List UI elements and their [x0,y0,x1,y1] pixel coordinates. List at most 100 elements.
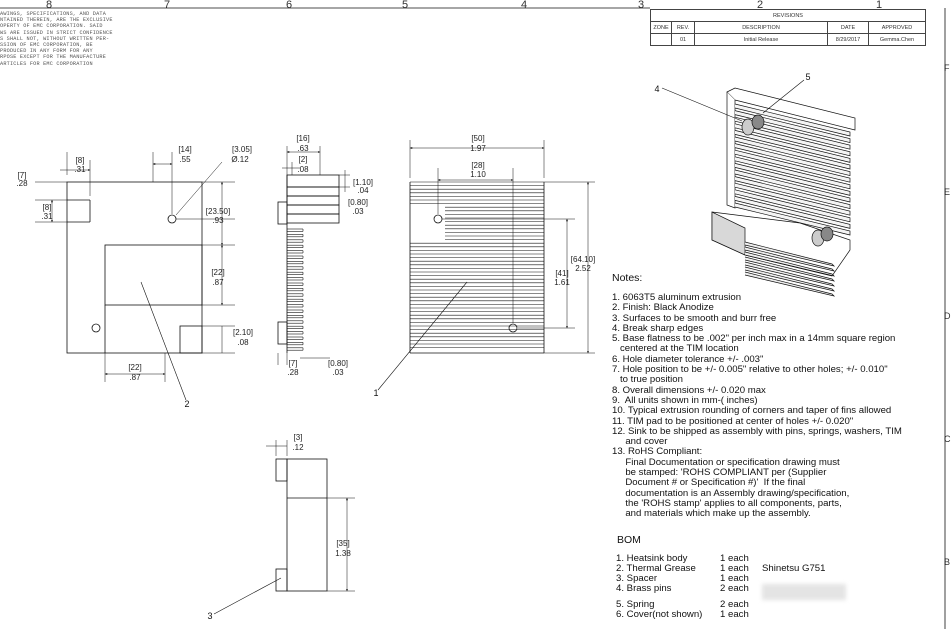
proprietary-line: RPOSE EXCEPT FOR THE MANUFACTURE [0,54,107,61]
note-item: 7. Hole position to be +/- 0.005" relati… [612,364,888,376]
balloon-labels: 1 2 3 4 5 [184,72,810,621]
balloon-5: 5 [805,72,810,82]
zone-label-d: D [944,311,951,321]
iso-fin [734,149,851,183]
dim-080b-mm: [0.80] [328,359,348,368]
proprietary-line: SSION OF EMC CORPORATION, BE [0,42,93,49]
iso-base-fin [744,246,836,272]
dim-2-in: .08 [297,165,309,174]
dim-305-in: Ø.12 [231,155,249,164]
leader-5 [762,79,805,114]
dim-16-in: .63 [297,144,309,153]
iso-fin [734,116,851,150]
dim-35-mm: [35] [336,539,349,548]
dim-210-mm: [2.10] [233,328,253,337]
iso-base-fin [744,256,836,282]
dim-16-mm: [16] [296,134,309,143]
balloon-2: 2 [184,399,189,409]
dim-080b-in: .03 [332,368,344,377]
note-item: centered at the TIM location [612,343,739,355]
dim-305-mm: [3.05] [232,145,252,154]
iso-fin [734,156,851,190]
dim-6410-in: 2.52 [575,264,591,273]
note-item: 4. Break sharp edges [612,322,704,334]
note-item: 12. Sink to be shipped as assembly with … [612,425,902,437]
dim-41-in: 1.61 [554,278,570,287]
dim-22v-mm: [22] [211,268,224,277]
note-item: 5. Base flatness to be .002" per inch ma… [612,333,896,345]
zone-label-5: 5 [402,0,409,11]
note-item: 1. 6063T5 aluminum extrusion [612,292,742,303]
bom-note [762,600,846,610]
leader-2 [140,281,187,401]
redacted-blur [762,584,846,600]
dim-080-mm: [0.80] [348,198,368,207]
proprietary-line: AWINGS, SPECIFICATIONS, AND DATA [0,11,107,17]
iso-base-fin [744,251,836,277]
note-item: 3. Surfaces to be smooth and burr free [612,312,777,324]
note-item: 11. TIM pad to be positioned at center o… [612,415,854,427]
dim-50-in: 1.97 [470,144,486,153]
zone-label-3: 3 [638,0,645,11]
bom-note [762,584,846,600]
zone-label-f: F [944,63,950,73]
leader-3 [213,577,282,615]
bom-qty: 2 each [720,583,749,594]
note-item: 10. Typical extrusion rounding of corner… [612,405,892,417]
bom-qty: 1 each [720,573,749,584]
leader-1 [377,281,468,391]
note-item: Final Documentation or specification dra… [612,456,840,468]
dim-080-in: .03 [352,207,364,216]
zone-label-b: B [944,557,951,567]
bom-note: Shinetsu G751 [762,563,826,574]
isometric-view [661,79,856,297]
balloon-3: 3 [207,611,212,621]
iso-fin [734,189,851,223]
end-view [213,440,355,615]
iso-base-fin [744,266,836,292]
dim-22v-in: .87 [212,278,224,287]
bom-item: 6. Cover(not shown) [616,609,703,620]
iso-fin [734,130,851,163]
bom-note [762,574,846,584]
dim-8-in: .31 [74,165,86,174]
dim-22h-mm: [22] [128,363,141,372]
dim-7b-in: .28 [287,368,299,377]
note-item: 8. Overall dimensions +/- 0.020 max [612,384,766,396]
dim-28-in: 1.10 [470,170,486,179]
note-item: documentation is an Assembly drawing/spe… [612,487,850,499]
dim-8-mm: [8] [76,156,85,165]
note-item: 6. Hole diameter tolerance +/- .003" [612,353,764,365]
balloon-4: 4 [654,84,659,94]
balloon-1: 1 [373,388,378,398]
zone-label-e: E [944,187,951,197]
dim-2350-in: .93 [212,216,224,225]
front-view [377,140,595,391]
iso-fin [734,169,851,203]
dim-110-in: .04 [357,186,369,195]
dim-210-in: .08 [237,338,249,347]
note-item: and materials which make up the assembly… [612,508,811,520]
bom-title: BOM [617,534,641,546]
iso-fin [734,196,851,229]
dim-8b-in: .31 [41,212,53,221]
iso-fin [734,110,851,144]
proprietary-line: ARTICLES FOR EMC CORPORATION [0,60,93,67]
rev-cell-description: Initial Release [694,33,828,46]
proprietary-line: OPERTY OF EMC CORPORATION. SAID [0,23,103,30]
dim-14-in: .55 [179,155,191,164]
notes-title: Notes: [612,272,643,284]
proprietary-notice: AWINGS, SPECIFICATIONS, AND DATA NTAINED… [0,11,112,67]
dim-28-mm: [28] [471,161,484,170]
proprietary-line: NTAINED THEREIN, ARE THE EXCLUSIVE [0,17,113,24]
zone-label-7: 7 [164,0,171,11]
dim-3-mm: [3] [294,433,303,442]
note-item: be stamped: 'ROHS COMPLIANT per (Supplie… [612,467,827,479]
iso-fin [734,143,851,177]
dim-3-in: .12 [292,443,304,452]
